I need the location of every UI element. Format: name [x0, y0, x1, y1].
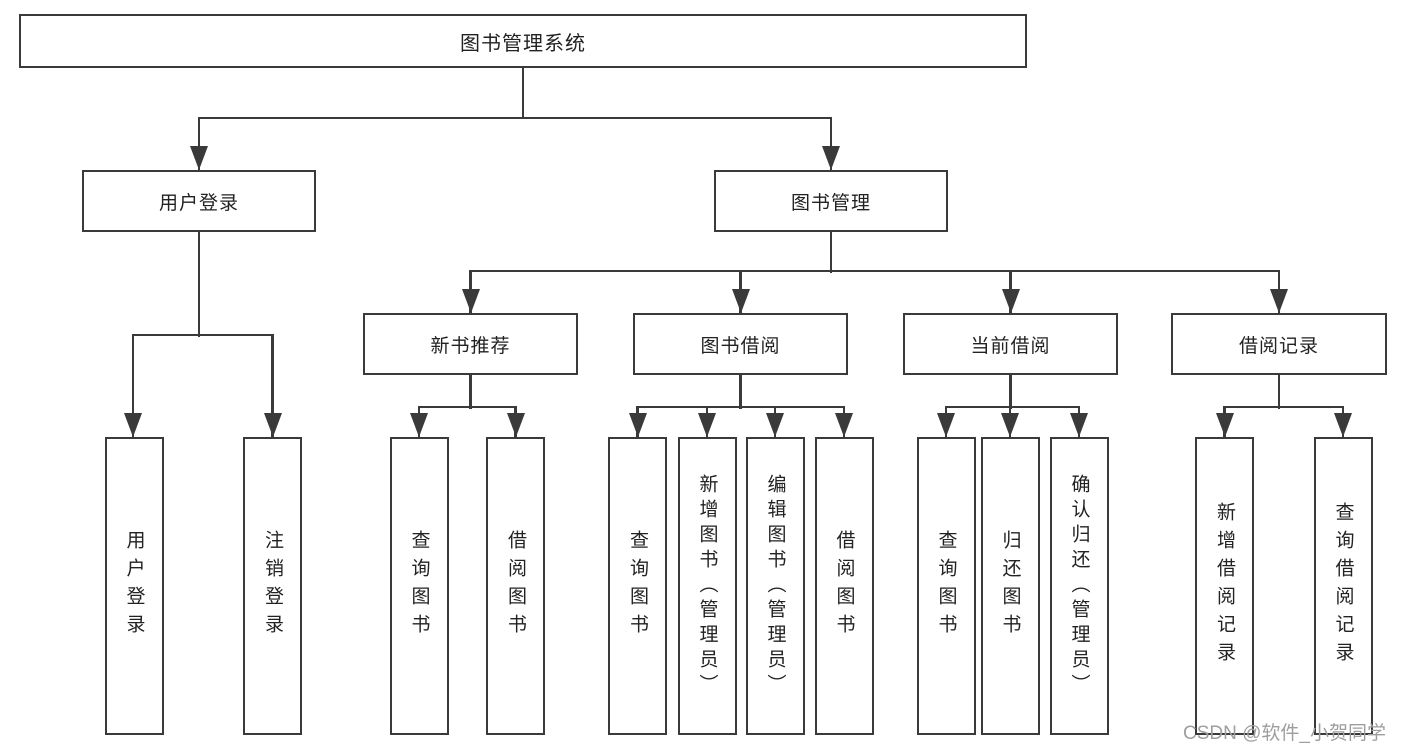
connector-vline	[197, 117, 201, 170]
arrow-down-icon	[1001, 413, 1019, 437]
arrow-down-icon	[628, 413, 647, 437]
arrow-down-icon	[190, 146, 208, 170]
node-borrow-records-label: 借阅记录	[1238, 335, 1319, 357]
leaf-add-books-admin-label: 新增图书（管理员）	[696, 473, 718, 699]
arrow-down-icon	[835, 413, 853, 437]
node-current-borrow: 当前借阅	[903, 313, 1118, 375]
node-new-book-recommend-label: 新书推荐	[430, 335, 511, 357]
arrow-down-icon	[506, 413, 525, 437]
node-current-borrow-label: 当前借阅	[970, 335, 1051, 357]
leaf-user-login: 用户登录	[104, 437, 164, 735]
leaf-query-books-3-label: 查询图书	[935, 530, 957, 642]
leaf-borrow-books-1-label: 借阅图书	[505, 530, 526, 642]
node-book-borrow: 图书借阅	[633, 313, 848, 375]
leaf-edit-books-admin: 编辑图书（管理员）	[745, 437, 805, 735]
leaf-confirm-return-admin-label: 确认归还（管理员）	[1068, 473, 1090, 699]
connector-vline	[1277, 375, 1281, 409]
leaf-query-borrow-record-label: 查询借阅记录	[1332, 502, 1354, 670]
arrow-down-icon	[410, 413, 428, 437]
arrow-down-icon	[937, 413, 955, 437]
connector-vline	[1009, 375, 1012, 409]
connector-vline	[197, 232, 201, 337]
leaf-borrow-books-2: 借阅图书	[814, 437, 874, 735]
node-root-label: 图书管理系统	[460, 32, 586, 55]
arrow-down-icon	[822, 146, 840, 170]
connector-vline	[469, 375, 472, 409]
node-new-book-recommend: 新书推荐	[363, 313, 578, 375]
leaf-return-books: 归还图书	[980, 437, 1040, 735]
leaf-logout: 注销登录	[243, 437, 302, 735]
leaf-add-books-admin: 新增图书（管理员）	[677, 437, 737, 735]
arrow-down-icon	[731, 289, 750, 313]
arrow-down-icon	[1334, 413, 1352, 437]
node-borrow-records: 借阅记录	[1171, 313, 1387, 375]
connector-vline	[271, 334, 274, 437]
connector-hline	[1223, 405, 1345, 409]
connector-hline	[636, 405, 846, 409]
leaf-confirm-return-admin: 确认归还（管理员）	[1049, 437, 1109, 735]
node-book-management-label: 图书管理	[790, 192, 871, 214]
node-book-borrow-label: 图书借阅	[700, 335, 781, 357]
connector-vline	[131, 334, 135, 437]
connector-hline	[469, 269, 1281, 273]
leaf-query-books-1: 查询图书	[389, 437, 449, 735]
arrow-down-icon	[124, 413, 142, 437]
leaf-borrow-books-1: 借阅图书	[486, 437, 545, 735]
node-user-login: 用户登录	[82, 170, 316, 232]
leaf-query-books-1-label: 查询图书	[408, 530, 430, 642]
arrow-down-icon	[766, 413, 784, 437]
leaf-edit-books-admin-label: 编辑图书（管理员）	[764, 473, 786, 699]
connector-vline	[829, 232, 833, 273]
connector-hline	[944, 405, 1081, 409]
leaf-return-books-label: 归还图书	[999, 530, 1021, 642]
arrow-down-icon	[1270, 289, 1288, 313]
connector-vline	[829, 117, 833, 170]
connector-hline	[417, 405, 517, 409]
leaf-add-borrow-record: 新增借阅记录	[1195, 437, 1254, 735]
arrow-down-icon	[698, 413, 716, 437]
node-user-login-label: 用户登录	[158, 192, 239, 214]
connector-hline	[131, 333, 274, 337]
connector-hline	[197, 116, 833, 120]
leaf-query-books-2: 查询图书	[608, 437, 667, 735]
arrow-down-icon	[461, 289, 480, 313]
leaf-logout-label: 注销登录	[262, 530, 283, 642]
arrow-down-icon	[263, 413, 282, 437]
csdn-watermark: CSDN @软件_小贺同学	[1183, 723, 1386, 744]
arrow-down-icon	[1001, 289, 1020, 313]
leaf-add-borrow-record-label: 新增借阅记录	[1214, 502, 1235, 670]
leaf-user-login-label: 用户登录	[123, 530, 145, 642]
node-book-management: 图书管理	[714, 170, 948, 232]
leaf-query-borrow-record: 查询借阅记录	[1313, 437, 1373, 735]
leaf-borrow-books-2-label: 借阅图书	[833, 530, 855, 642]
arrow-down-icon	[1215, 413, 1234, 437]
leaf-query-books-2-label: 查询图书	[627, 530, 648, 642]
leaf-query-books-3: 查询图书	[916, 437, 976, 735]
node-root: 图书管理系统	[19, 14, 1027, 68]
connector-vline	[521, 68, 525, 118]
connector-vline	[739, 375, 742, 409]
arrow-down-icon	[1070, 413, 1088, 437]
